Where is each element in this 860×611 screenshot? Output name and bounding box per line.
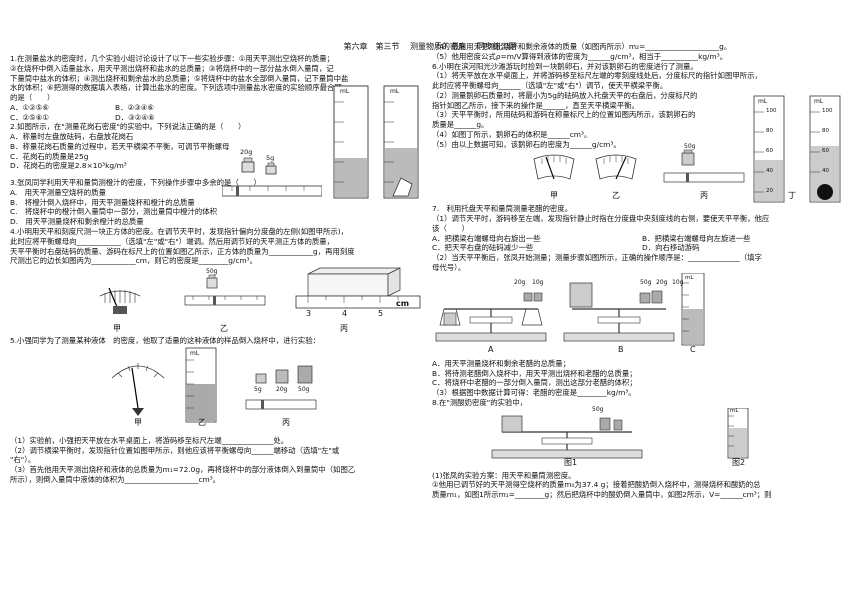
question-6: 6.小明在滨河阳光沙滩游玩时捡到一块鹅卵石，并对该鹅卵石的密度进行了测量。 （1… — [432, 62, 852, 202]
q6-figures: 50g — [432, 143, 852, 191]
q4-captions: 甲 乙 丙 — [113, 324, 348, 334]
q2-cylinders-figure: mL mL — [328, 78, 428, 204]
question-7-steps: A．用天平测量烧杯和剩余老醋的总质量； B．将待测老醋倒入烧杯中，用天平测出烧杯… — [432, 358, 637, 398]
q5-figures: mL 5g 20g 50g — [10, 346, 424, 424]
q6-captions: 甲 乙 丙 丁 — [550, 191, 796, 201]
question-5-cont: （4）最后用天平测出烧杯和剩余液体的质量（如图丙所示）m₂=__________… — [432, 42, 732, 61]
q6-figures-svg — [533, 150, 745, 183]
q7-figures-svg — [435, 272, 705, 346]
question-3: 3.张凤同学利用天平和量筒测橙汁的密度，下列操作步骤中多余的是（ ） A. 用天… — [10, 178, 261, 227]
q8-figures: 50g mL — [432, 406, 852, 460]
q7-captions: A B C — [488, 344, 696, 354]
q4-figures-svg — [99, 267, 421, 315]
q8-captions: 图1 图2 — [564, 457, 746, 467]
q6-cylinders-svg — [753, 95, 841, 202]
left-column: 1.在测量盐水的密度时，几个实验小组讨论设计了以下一些实验步骤：①用天平测出空烧… — [10, 0, 424, 485]
question-1: 1.在测量盐水的密度时，几个实验小组讨论设计了以下一些实验步骤：①用天平测出空烧… — [10, 54, 349, 122]
q2-weights-svg — [222, 158, 322, 197]
question-7: 7. 利用托盘天平和量筒测量老醋的密度。 （1）调节天平时，游码移至左端，发现指… — [432, 204, 770, 273]
q5-captions: 甲 乙 丙 — [134, 417, 290, 427]
q6-cylinders: mL mL 100 80 60 40 20 100 80 60 40 — [748, 90, 852, 206]
page-title: 第六章 第三节 测量物质的密度 同步练习题 — [343, 42, 517, 51]
q2-cylinders-svg — [333, 85, 419, 199]
question-2: 2.如图所示，在"测量花岗石密度"的实验中。下列说法正确的是（ ） A．称量时左… — [10, 85, 424, 199]
q4-figures: 50g 3 4 5 cm — [10, 266, 424, 324]
right-column: （4）最后用天平测出烧杯和剩余液体的质量（如图丙所示）m₂=__________… — [432, 0, 852, 500]
q8-figures-svg — [491, 407, 749, 459]
q7-figures: 20g 10g 50g 20g 10g mL — [432, 272, 852, 347]
question-4: 4.小明用天平和刻度尺测一块正方体的密度。在调节天平时，发现指针偏向分度盘的左侧… — [10, 227, 355, 266]
question-8: 8.在"测酸奶密度"的实验中， — [432, 397, 528, 407]
question-5: 5.小强同学为了测量某种液体 的密度，他取了适量的这种液体的样品倒入烧杯中，进行… — [10, 336, 321, 346]
q5-figures-svg — [111, 347, 317, 423]
q2-weights-figure: 20g 5g — [222, 148, 322, 200]
question-5-subs: （1）实验前，小强把天平放在水平桌面上，将游码移至标尺左端___________… — [10, 435, 356, 484]
question-8-subs: (1)张凤的实验方案：用天平和量筒测密度。 ①他用已调节好的天平测得空烧杯的质量… — [432, 470, 772, 500]
